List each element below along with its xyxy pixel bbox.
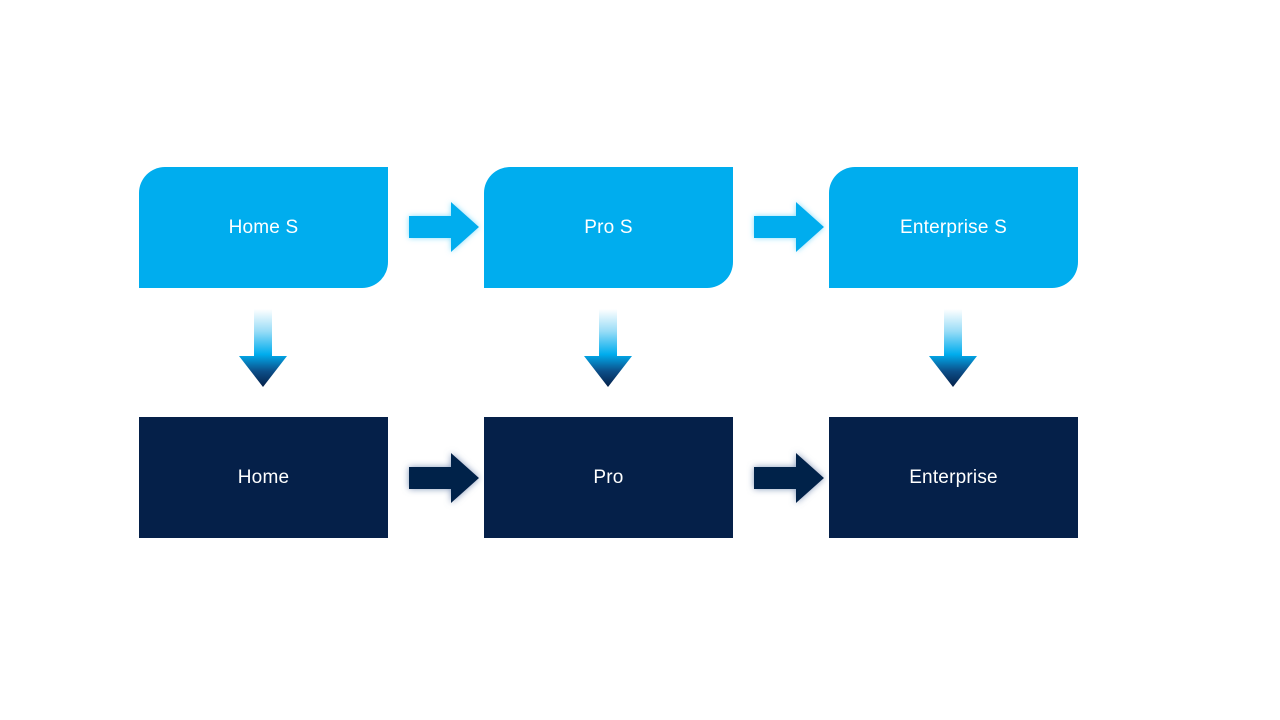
connector-arrow-pro-s-to-pro xyxy=(579,309,637,389)
node-label: Home xyxy=(237,467,290,488)
connector-arrow-pro-s-to-enterprise-s xyxy=(750,198,828,256)
node-label: Pro S xyxy=(584,217,633,238)
node-label: Enterprise S xyxy=(900,217,1007,238)
connector-arrow-enterprise-s-to-enterprise xyxy=(924,309,982,389)
node-top-enterprise-s[interactable]: Enterprise S xyxy=(829,167,1078,288)
node-label: Home S xyxy=(228,217,299,238)
arrow-right-icon xyxy=(754,202,824,252)
connector-arrow-home-s-to-pro-s xyxy=(405,198,483,256)
arrow-down-icon xyxy=(239,309,287,387)
node-bottom-pro[interactable]: Pro xyxy=(484,417,733,538)
arrow-right-icon xyxy=(754,453,824,503)
node-label: Enterprise xyxy=(909,467,998,488)
connector-arrow-home-to-pro xyxy=(405,449,483,507)
node-bottom-enterprise[interactable]: Enterprise xyxy=(829,417,1078,538)
arrow-down-icon xyxy=(929,309,977,387)
connector-arrow-home-s-to-home xyxy=(234,309,292,389)
arrow-right-icon xyxy=(409,453,479,503)
node-bottom-home[interactable]: Home xyxy=(139,417,388,538)
node-label: Pro xyxy=(593,467,624,488)
arrow-down-icon xyxy=(584,309,632,387)
connector-arrow-pro-to-enterprise xyxy=(750,449,828,507)
arrow-right-icon xyxy=(409,202,479,252)
node-top-pro-s[interactable]: Pro S xyxy=(484,167,733,288)
node-top-home-s[interactable]: Home S xyxy=(139,167,388,288)
